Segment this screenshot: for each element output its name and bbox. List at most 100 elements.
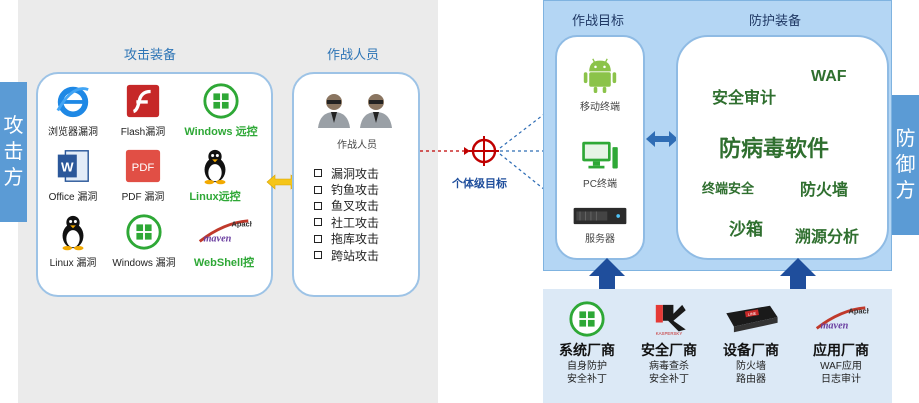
target-server-label: 服务器 — [585, 234, 615, 245]
windows-icon — [569, 301, 605, 337]
attack-method-item: 钓鱼攻击 — [314, 181, 379, 197]
vendor-application: Apache maven 应用厂商 WAF应用 日志审计 — [796, 300, 886, 386]
ie-browser-icon — [56, 86, 89, 118]
vendor-device: LINE 设备厂商 防火墙 路由器 — [706, 300, 796, 386]
svg-text:W: W — [61, 160, 74, 175]
maven-apache-text: Apache — [231, 219, 252, 228]
equip-browser: 浏览器漏洞 — [34, 82, 112, 138]
apache-maven-icon: Apache maven — [198, 219, 252, 244]
attacker-tab-char-2: 击 — [3, 141, 24, 163]
kaspersky-icon: KASPERSKY — [656, 304, 686, 336]
equip-windows-remote-label: Windows 远控 — [184, 126, 258, 138]
equip-linux-vuln-label: Linux 漏洞 — [49, 258, 97, 269]
defender-tab-char-3: 方 — [895, 180, 916, 202]
vendor-up-arrow-left — [589, 258, 625, 300]
attack-method-label: 钓鱼攻击 — [331, 183, 380, 198]
equip-office: W Office 漏洞 — [34, 147, 112, 203]
defender-tab: 防 御 方 — [892, 95, 919, 235]
vendor-system-line-2: 安全补丁 — [567, 374, 607, 385]
defense-item-audit: 安全审计 — [712, 90, 777, 107]
kaspersky-logo-text: KASPERSKY — [656, 331, 683, 336]
pdf-icon: PDF — [125, 149, 161, 183]
pc-monitor-icon — [582, 141, 618, 169]
word-icon: W — [57, 150, 89, 182]
target-pc: PC终端 — [555, 140, 645, 190]
vendor-application-line-2: 日志审计 — [821, 374, 861, 385]
equip-flash-label: Flash漏洞 — [120, 127, 166, 138]
individual-target-label: 个体级目标 — [452, 178, 507, 190]
vendor-security: KASPERSKY 安全厂商 病毒查杀 安全补丁 — [624, 300, 714, 386]
attack-method-label: 拖库攻击 — [331, 232, 380, 247]
checkbox-icon — [314, 251, 322, 260]
appliance-logo-text: LINE — [748, 311, 757, 316]
checkbox-icon — [314, 185, 322, 194]
vendor-security-title: 安全厂商 — [641, 342, 697, 358]
attack-method-item: 漏洞攻击 — [314, 165, 379, 181]
equip-linux-vuln: Linux 漏洞 — [34, 213, 112, 269]
checkbox-icon — [314, 234, 322, 243]
attack-equipment-title: 攻击装备 — [123, 47, 176, 62]
attacker-tab-char-1: 攻 — [3, 115, 24, 137]
equip-windows-remote: Windows 远控 — [175, 82, 267, 139]
attack-method-label: 鱼叉攻击 — [331, 199, 380, 214]
attack-method-item: 社工攻击 — [314, 214, 379, 230]
crosshair-target-icon — [469, 136, 499, 166]
defense-equipment-panel — [676, 35, 889, 260]
linux-penguin-icon — [62, 215, 84, 251]
attack-methods-list: 漏洞攻击 钓鱼攻击 鱼叉攻击 社工攻击 拖库攻击 跨站攻击 — [314, 165, 379, 263]
attack-method-item: 鱼叉攻击 — [314, 198, 379, 214]
equip-windows-vuln: Windows 漏洞 — [104, 213, 184, 269]
personnel-panel — [292, 72, 420, 297]
maven-logo-text: maven — [820, 320, 848, 331]
target-pc-label: PC终端 — [583, 179, 617, 190]
attack-method-label: 社工攻击 — [331, 215, 380, 230]
vendor-application-line-1: WAF应用 — [820, 361, 862, 372]
defender-tab-char-2: 御 — [895, 154, 916, 176]
vendor-system-line-1: 自身防护 — [567, 361, 607, 372]
vendor-up-arrow-right — [780, 258, 816, 300]
equip-webshell-label: WebShell控 — [193, 257, 255, 269]
defense-item-waf: WAF — [811, 68, 847, 85]
attacker-tab-char-3: 方 — [3, 167, 24, 189]
vendor-security-line-1: 病毒查杀 — [649, 361, 689, 372]
linux-penguin-icon — [204, 149, 226, 185]
equip-flash: Flash漏洞 — [104, 82, 182, 138]
targets-title: 作战目标 — [571, 13, 624, 28]
windows-icon — [126, 214, 162, 250]
vendor-device-line-2: 路由器 — [736, 374, 766, 385]
equip-linux-remote: Linux远控 — [175, 147, 255, 204]
attack-method-item: 拖库攻击 — [314, 231, 379, 247]
personnel-caption: 作战人员 — [337, 140, 377, 151]
equip-browser-label: 浏览器漏洞 — [48, 127, 98, 138]
windows-icon — [203, 83, 239, 119]
defense-link-arrow — [646, 131, 678, 147]
vendor-security-line-2: 安全补丁 — [649, 374, 689, 385]
hacker-avatar-icon — [360, 94, 392, 128]
server-rack-icon — [573, 207, 627, 225]
equip-office-label: Office 漏洞 — [48, 192, 98, 203]
vendor-application-title: 应用厂商 — [813, 342, 869, 358]
personnel-title: 作战人员 — [326, 47, 379, 62]
defense-item-endpoint: 终端安全 — [702, 181, 755, 196]
maven-logo-text: maven — [203, 233, 231, 244]
defense-equipment-title: 防护装备 — [748, 13, 801, 28]
checkbox-icon — [314, 218, 322, 227]
attack-method-label: 跨站攻击 — [331, 248, 380, 263]
vendor-area — [543, 289, 892, 403]
equip-pdf-label: PDF 漏洞 — [121, 192, 165, 203]
equip-webshell: Apache maven WebShell控 — [180, 213, 268, 270]
attacker-tab: 攻 击 方 — [0, 82, 27, 222]
vendor-system: 系统厂商 自身防护 安全补丁 — [542, 300, 632, 386]
target-mobile-label: 移动终端 — [580, 102, 620, 113]
defense-item-firewall: 防火墙 — [800, 182, 849, 199]
vendor-system-title: 系统厂商 — [559, 342, 615, 358]
network-appliance-icon: LINE — [726, 305, 778, 333]
hacker-avatars — [318, 94, 392, 128]
vendor-device-title: 设备厂商 — [723, 342, 779, 358]
hacker-avatar-icon — [318, 94, 350, 128]
vendor-device-line-1: 防火墙 — [736, 361, 766, 372]
checkbox-icon — [314, 169, 322, 178]
defender-tab-char-1: 防 — [895, 128, 916, 150]
apache-maven-icon: Apache maven — [815, 306, 869, 331]
target-mobile: 移动终端 — [555, 55, 645, 113]
